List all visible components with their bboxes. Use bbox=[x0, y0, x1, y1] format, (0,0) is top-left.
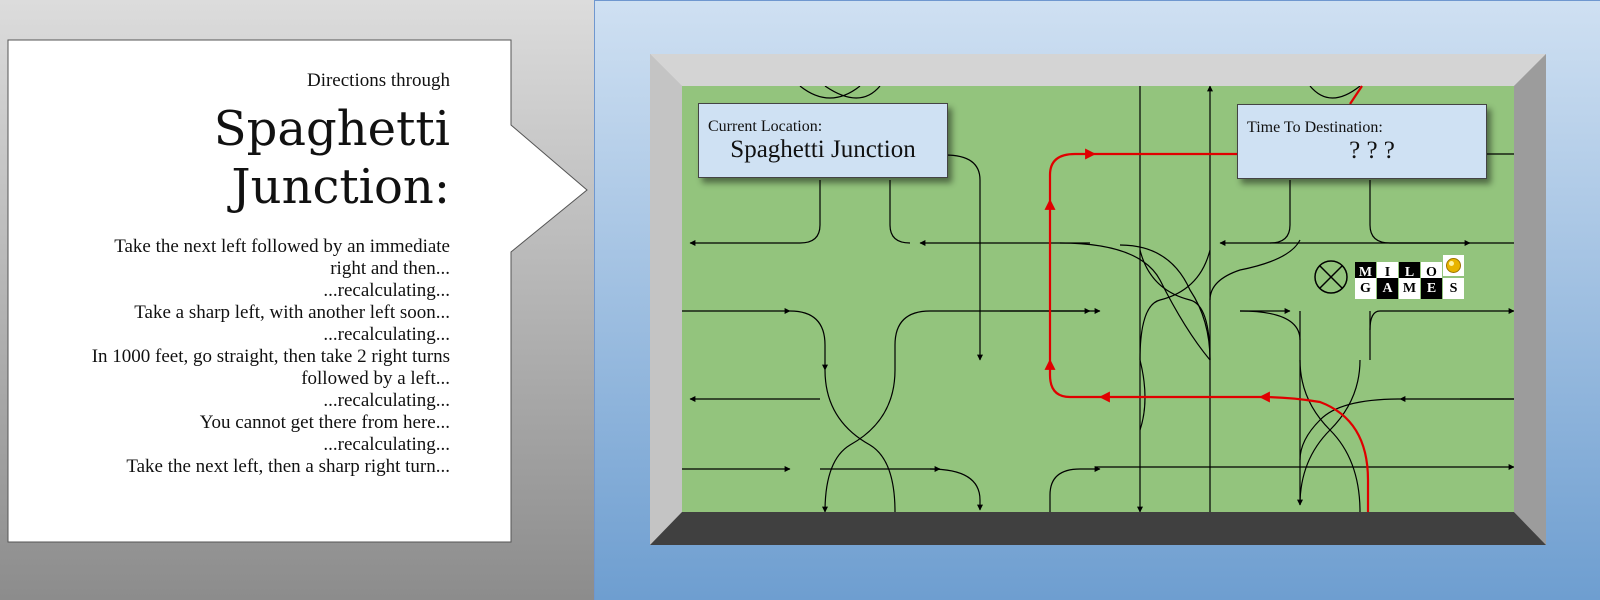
logo-letter: M bbox=[1399, 278, 1420, 299]
time-to-destination-panel: Time To Destination: ? ? ? bbox=[1237, 104, 1487, 179]
direction-step: ...recalculating... bbox=[323, 280, 450, 301]
logo-letter: M bbox=[1355, 262, 1376, 283]
directions-text: Directions through Spaghetti Junction: T… bbox=[30, 70, 450, 478]
direction-step: Take the next left followed by an immedi… bbox=[114, 236, 450, 257]
circle-x-icon[interactable] bbox=[1314, 260, 1348, 294]
direction-step: right and then... bbox=[330, 258, 450, 279]
current-location-panel: Current Location: Spaghetti Junction bbox=[698, 103, 948, 178]
current-location-value: Spaghetti Junction bbox=[730, 136, 916, 163]
direction-step: You cannot get there from here... bbox=[199, 412, 450, 433]
logo-letter: S bbox=[1443, 278, 1464, 299]
logo-letter: E bbox=[1421, 278, 1442, 299]
directions-steps: Take the next left followed by an immedi… bbox=[30, 236, 450, 478]
direction-step: Take the next left, then a sharp right t… bbox=[126, 456, 450, 477]
direction-step: ...recalculating... bbox=[323, 434, 450, 455]
direction-step: Take a sharp left, with another left soo… bbox=[134, 302, 450, 323]
frame-right bbox=[1514, 54, 1546, 545]
logo-letter: L bbox=[1399, 262, 1420, 283]
logo-letter: G bbox=[1355, 278, 1376, 299]
current-location-label: Current Location: bbox=[708, 118, 823, 135]
direction-step: In 1000 feet, go straight, then take 2 r… bbox=[91, 346, 450, 367]
time-to-destination-value: ? ? ? bbox=[1349, 137, 1395, 164]
directions-callout bbox=[7, 39, 588, 543]
coin-icon bbox=[1443, 255, 1464, 276]
directions-title-line1: Spaghetti bbox=[213, 101, 450, 157]
time-to-destination-label: Time To Destination: bbox=[1247, 119, 1383, 136]
logo-letter: I bbox=[1377, 262, 1398, 283]
direction-step: ...recalculating... bbox=[323, 390, 450, 411]
red-route bbox=[1044, 85, 1370, 512]
frame-bottom bbox=[650, 512, 1546, 545]
directions-title-line2: Junction: bbox=[231, 159, 450, 215]
directions-intro: Directions through bbox=[306, 70, 450, 91]
game-board[interactable] bbox=[650, 54, 1546, 545]
direction-step: followed by a left... bbox=[301, 368, 450, 389]
directions-title: Spaghetti Junction: bbox=[30, 100, 450, 216]
frame-top bbox=[650, 54, 1546, 86]
logo-letter: O bbox=[1421, 262, 1442, 283]
frame-left bbox=[650, 54, 682, 545]
logo-letter: A bbox=[1377, 278, 1398, 299]
direction-step: ...recalculating... bbox=[323, 324, 450, 345]
